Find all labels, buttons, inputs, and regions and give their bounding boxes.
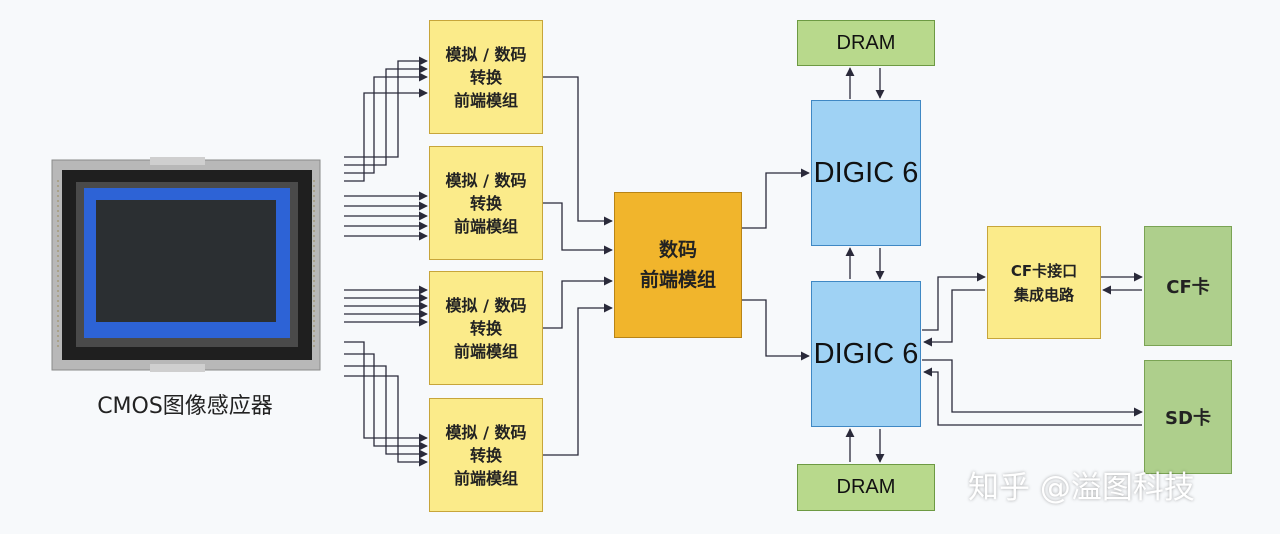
adc-module-label-line2: 转换 <box>469 318 502 338</box>
adc-module-label-line3: 前端模组 <box>453 468 518 488</box>
afe-to-dfe-line <box>543 276 613 329</box>
dfe-to-digic-line <box>742 168 810 229</box>
cf-interface-label-line2: 集成电路 <box>1013 285 1074 304</box>
sensor-bus-line <box>344 375 428 467</box>
digic-processor-2: DIGIC 6 <box>811 281 921 427</box>
sensor-bus-line <box>344 353 428 451</box>
afe-to-dfe-line <box>543 202 613 255</box>
watermark: 知乎 @溢图科技 <box>968 470 1195 506</box>
sensor-bus-line <box>344 341 428 443</box>
adc-module-label-line2: 转换 <box>469 193 502 213</box>
adc-frontend-module-2: 模拟 / 数码 转换 前端模组 <box>429 146 543 260</box>
cf-card-label: CF卡 <box>1166 277 1210 298</box>
cf-interface-label-line1: CF卡接口 <box>1010 261 1078 280</box>
dram-label: DRAM <box>836 476 896 498</box>
adc-module-label-line2: 转换 <box>469 67 502 87</box>
afe-to-dfe-line <box>543 76 613 226</box>
dfe-label-line2: 前端模组 <box>639 269 716 291</box>
digic-to-sd-card-line <box>922 359 1143 417</box>
cmos-sensor-image <box>51 157 321 372</box>
sensor-bus-line <box>344 64 428 166</box>
adc-module-label-line1: 模拟 / 数码 <box>445 295 527 315</box>
sd-card: SD卡 <box>1144 360 1232 474</box>
adc-frontend-module-1: 模拟 / 数码 转换 前端模组 <box>429 20 543 134</box>
sensor-bus-line <box>344 56 428 158</box>
afe-to-dfe-line <box>543 303 613 456</box>
adc-module-label-line1: 模拟 / 数码 <box>445 422 527 442</box>
adc-frontend-module-3: 模拟 / 数码 转换 前端模组 <box>429 271 543 385</box>
cf-card: CF卡 <box>1144 226 1232 346</box>
dram-top: DRAM <box>797 20 935 66</box>
adc-module-label-line3: 前端模组 <box>453 216 518 236</box>
adc-module-label-line1: 模拟 / 数码 <box>445 170 527 190</box>
adc-module-label-line1: 模拟 / 数码 <box>445 44 527 64</box>
dfe-to-digic-line <box>742 299 810 361</box>
digic-label: DIGIC 6 <box>813 156 919 189</box>
sensor-bus-line <box>344 365 428 459</box>
dram-label: DRAM <box>836 31 896 54</box>
cmos-sensor-caption: CMOS图像感应器 <box>97 394 273 419</box>
adc-module-label-line3: 前端模组 <box>453 341 518 361</box>
dram-bottom: DRAM <box>797 464 935 511</box>
adc-frontend-module-4: 模拟 / 数码 转换 前端模组 <box>429 398 543 512</box>
sd-card-to-digic-line <box>923 367 1142 426</box>
digic-to-cf-interface-line <box>922 272 986 331</box>
cf-interface-to-digic-line <box>923 289 985 347</box>
dfe-label-line1: 数码 <box>658 239 697 261</box>
adc-module-label-line3: 前端模组 <box>453 90 518 110</box>
cf-card-interface-ic: CF卡接口 集成电路 <box>987 226 1101 339</box>
digic-processor-1: DIGIC 6 <box>811 100 921 246</box>
digic-label: DIGIC 6 <box>813 337 919 370</box>
adc-module-label-line2: 转换 <box>469 445 502 465</box>
digital-frontend-module: 数码 前端模组 <box>614 192 742 338</box>
sd-card-label: SD卡 <box>1165 408 1211 429</box>
sensor-bus-line <box>344 88 428 182</box>
sensor-bus-line <box>344 72 428 174</box>
